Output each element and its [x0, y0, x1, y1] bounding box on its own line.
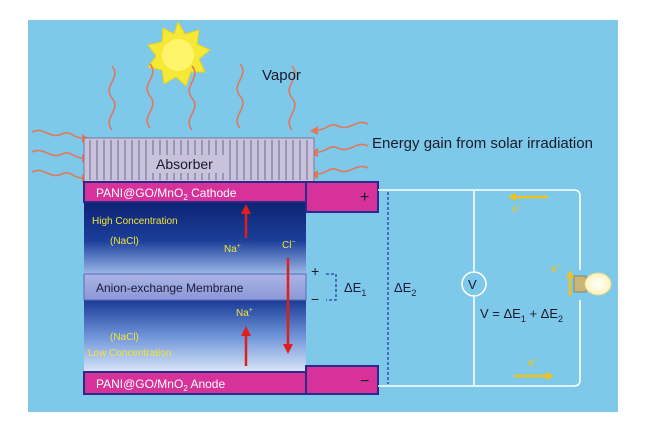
electron-bottom-label: e− — [528, 355, 539, 369]
anode-electrode: PANI@GO/MnO2 Anode − — [83, 365, 379, 395]
membrane-minus-sign: − — [311, 291, 319, 307]
electron-top-label: e− — [512, 201, 523, 215]
cathode-electrode: PANI@GO/MnO2 Cathode + — [83, 181, 379, 213]
delta-e1-bracket — [326, 273, 337, 301]
na-ion-arrow-top — [241, 204, 251, 238]
membrane-plus-sign: + — [311, 263, 319, 279]
delta-e2-label: ΔE2 — [394, 280, 416, 298]
low-concentration-label: Low Concentration — [88, 348, 171, 359]
cathode-label: PANI@GO/MnO2 Cathode — [96, 186, 237, 202]
na-plus-top-label: Na+ — [224, 243, 241, 255]
vapor-wavy-lines — [108, 63, 296, 131]
nacl-bottom-label: (NaCl) — [110, 332, 139, 343]
electron-arrow-top: e− — [508, 193, 548, 215]
nacl-top-label: (NaCl) — [110, 236, 139, 247]
light-bulb-icon — [573, 272, 612, 296]
absorber-label: Absorber — [156, 156, 213, 172]
anode-minus-sign: − — [360, 373, 369, 390]
electron-arrow-mid: e− — [551, 261, 574, 296]
voltmeter: V — [461, 271, 487, 297]
cl-minus-label: Cl− — [282, 239, 296, 251]
na-ion-arrow-bottom — [241, 326, 251, 366]
voltmeter-label: V — [468, 277, 477, 292]
cl-ion-arrow — [283, 258, 293, 354]
vapor-label: Vapor — [262, 67, 301, 84]
membrane-label: Anion-exchange Membrane — [96, 281, 244, 295]
energy-gain-label: Energy gain from solar irradiation — [372, 135, 593, 152]
voltage-equation: V = ΔE1 + ΔE2 — [480, 306, 563, 324]
electron-mid-label: e− — [551, 261, 562, 275]
anode-label: PANI@GO/MnO2 Anode — [96, 377, 225, 393]
high-concentration-label: High Concentration — [92, 216, 178, 227]
external-circuit — [378, 189, 581, 387]
delta-e1-label: ΔE1 — [344, 280, 366, 298]
absorber: Absorber — [83, 137, 315, 183]
na-plus-bottom-label: Na+ — [236, 307, 253, 319]
cathode-plus-sign: + — [360, 189, 369, 206]
membrane: Anion-exchange Membrane — [83, 273, 307, 301]
electron-arrow-bottom: e− — [514, 355, 554, 380]
